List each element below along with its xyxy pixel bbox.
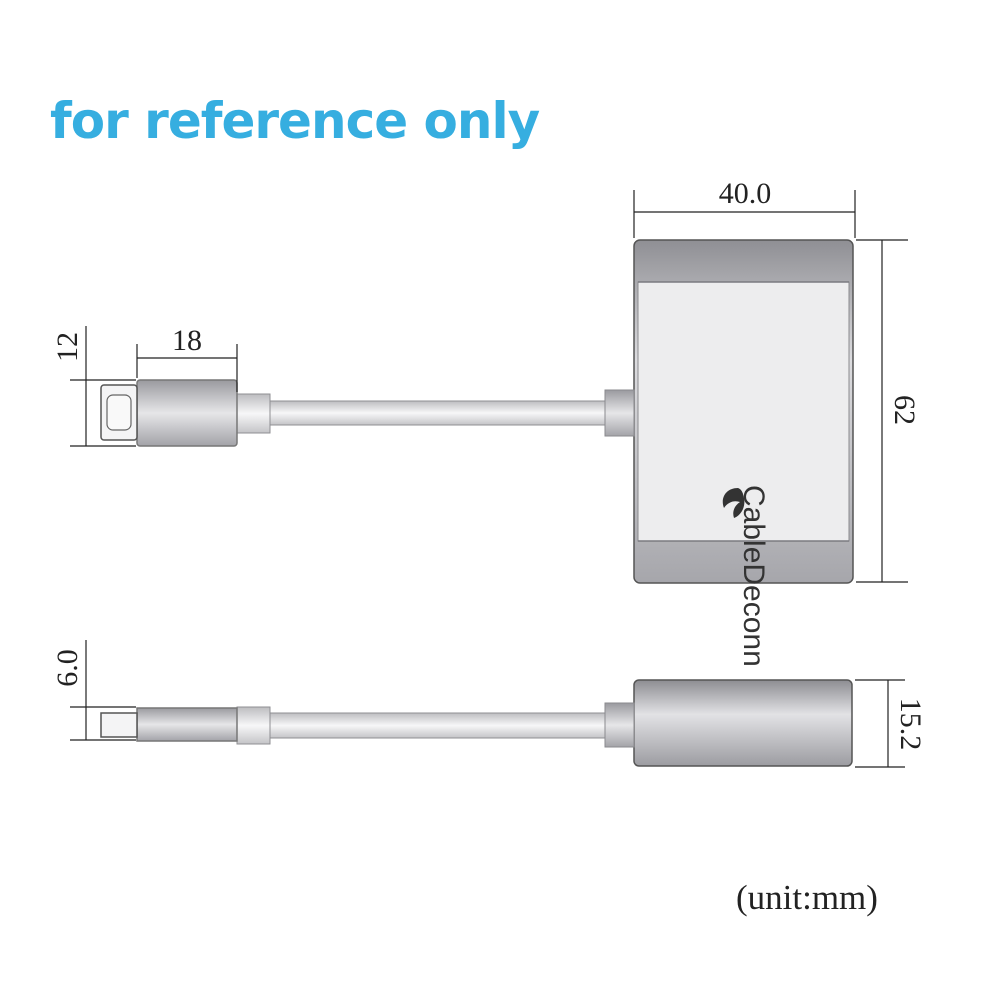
dimension-plug-length: 18	[136, 324, 238, 392]
dim-plug-thickness: 6.0	[51, 649, 84, 687]
reference-note: for reference only	[50, 92, 540, 150]
dimension-plug-height: 12	[51, 326, 136, 447]
dim-plug-length: 18	[172, 324, 202, 357]
dim-body-height: 62	[888, 395, 921, 425]
dimension-plug-thickness: 6.0	[51, 640, 136, 741]
cable-top	[236, 389, 635, 437]
brand-logo: CableDeconn	[722, 485, 770, 667]
usb-c-plug-side	[100, 707, 238, 742]
usb-c-plug-top	[100, 379, 238, 447]
dimension-body-height: 62	[856, 239, 921, 583]
top-view: CableDeconn 40.0 62	[51, 177, 921, 667]
dim-body-thickness: 15.2	[894, 698, 927, 751]
side-view: 6.0 15.2	[51, 640, 927, 768]
dimension-body-thickness: 15.2	[855, 679, 927, 768]
dim-body-width: 40.0	[719, 177, 772, 210]
unit-note: (unit:mm)	[736, 878, 878, 917]
dimension-body-width: 40.0	[633, 177, 856, 238]
adapter-body-side	[633, 679, 853, 767]
brand-label: CableDeconn	[737, 485, 770, 667]
dim-plug-height: 12	[51, 332, 84, 362]
adapter-body: CableDeconn	[633, 239, 854, 667]
cable-side	[236, 702, 635, 748]
